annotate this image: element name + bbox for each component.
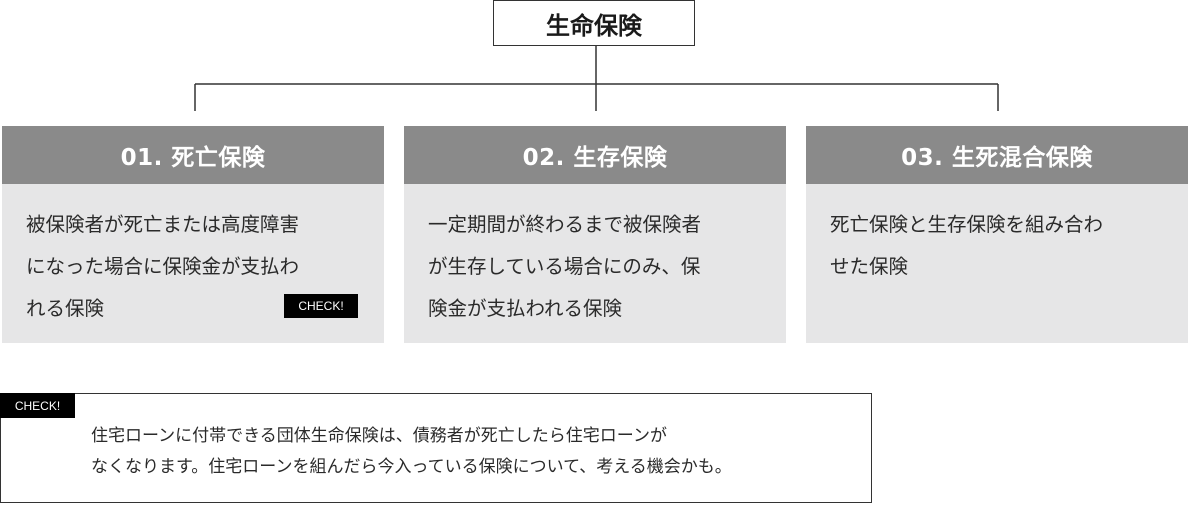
root-title: 生命保険: [546, 11, 642, 40]
card-description: 死亡保険と生存保険を組み合わ せた保険: [806, 184, 1188, 288]
note-line: 住宅ローンに付帯できる団体生命保険は、債務者が死亡したら住宅ローンが: [91, 426, 667, 446]
note-text: 住宅ローンに付帯できる団体生命保険は、債務者が死亡したら住宅ローンが なくなりま…: [91, 421, 732, 483]
card-line: 険金が支払われる保険: [428, 297, 623, 320]
card-title: 02. 生存保険: [522, 145, 668, 171]
card-line: 死亡保険と生存保険を組み合わ: [830, 213, 1104, 236]
card-line: せた保険: [830, 255, 909, 278]
check-note: CHECK! 住宅ローンに付帯できる団体生命保険は、債務者が死亡したら住宅ローン…: [0, 393, 872, 503]
card-header: 03. 生死混合保険: [806, 126, 1188, 184]
card-line: が生存している場合にのみ、保: [428, 255, 701, 278]
card-line: 一定期間が終わるまで被保険者: [428, 213, 702, 236]
card-header: 02. 生存保険: [404, 126, 786, 184]
note-check-tag: CHECK!: [0, 393, 75, 418]
tree-connectors: [194, 46, 999, 111]
card-description: 一定期間が終わるまで被保険者 が生存している場合にのみ、保 険金が支払われる保険: [404, 184, 786, 330]
card-endowment-insurance: 03. 生死混合保険 死亡保険と生存保険を組み合わ せた保険: [806, 126, 1188, 343]
note-line: なくなります。住宅ローンを組んだら今入っている保険について、考える機会かも。: [91, 457, 732, 477]
card-title: 01. 死亡保険: [120, 145, 266, 171]
card-description: 被保険者が死亡または高度障害 になった場合に保険金が支払わ れる保険: [2, 184, 384, 330]
card-survival-insurance: 02. 生存保険 一定期間が終わるまで被保険者 が生存している場合にのみ、保 険…: [404, 126, 786, 343]
check-tag: CHECK!: [284, 294, 358, 318]
card-line: 被保険者が死亡または高度障害: [26, 213, 300, 236]
card-line: になった場合に保険金が支払わ: [26, 255, 300, 278]
card-header: 01. 死亡保険: [2, 126, 384, 184]
root-node: 生命保険: [493, 0, 695, 46]
card-line: れる保険: [26, 297, 105, 320]
card-death-insurance: 01. 死亡保険 被保険者が死亡または高度障害 になった場合に保険金が支払わ れ…: [2, 126, 384, 343]
card-title: 03. 生死混合保険: [901, 145, 1093, 171]
